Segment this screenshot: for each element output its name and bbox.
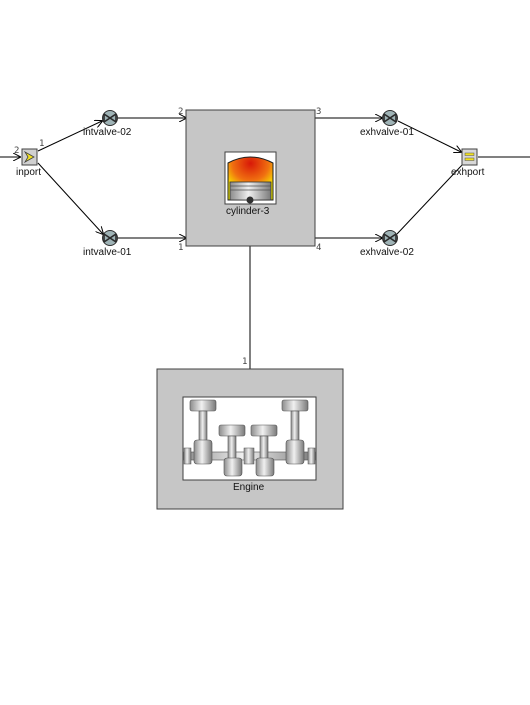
cylinder-piston-icon — [227, 156, 274, 204]
inport-pin-2: 2 — [14, 146, 20, 156]
cylinder-block[interactable] — [185, 109, 316, 247]
intvalve-01-icon[interactable] — [102, 230, 118, 246]
cylinder-pin-2: 2 — [178, 107, 184, 117]
cylinder-pin-3: 3 — [316, 107, 322, 117]
wire-exhvalve-01-exhport — [397, 120, 461, 152]
intvalve-02-icon[interactable] — [102, 110, 118, 126]
intvalve-02-label: intvalve-02 — [83, 127, 132, 138]
engine-crankshaft-icon — [183, 399, 316, 477]
intvalve-01-label: intvalve-01 — [83, 247, 132, 258]
engine-pin-1: 1 — [242, 357, 248, 367]
exhvalve-01-icon[interactable] — [382, 110, 398, 126]
wire-inport-intvalve-01 — [37, 162, 103, 234]
engine-block[interactable] — [156, 368, 344, 510]
cylinder-pin-1: 1 — [178, 243, 184, 253]
exhvalve-01-label: exhvalve-01 — [360, 127, 414, 138]
exhport-bar-icon — [464, 152, 475, 156]
inport-arrow-icon — [23, 150, 35, 164]
exhport-block[interactable] — [461, 148, 478, 166]
wire-exhvalve-02-exhport — [396, 163, 464, 235]
inport-label: inport — [16, 167, 42, 178]
cylinder-label: cylinder-3 — [226, 206, 270, 217]
connection-wires — [0, 118, 530, 369]
inport-block[interactable] — [21, 148, 38, 166]
exhvalve-02-label: exhvalve-02 — [360, 247, 414, 258]
inport-pin-1: 1 — [39, 139, 45, 149]
cylinder-pin-4: 4 — [316, 243, 322, 253]
exhvalve-02-icon[interactable] — [382, 230, 398, 246]
engine-label: Engine — [233, 482, 265, 493]
exhport-label: exhport — [451, 167, 485, 178]
wire-inport-intvalve-02 — [37, 121, 102, 152]
